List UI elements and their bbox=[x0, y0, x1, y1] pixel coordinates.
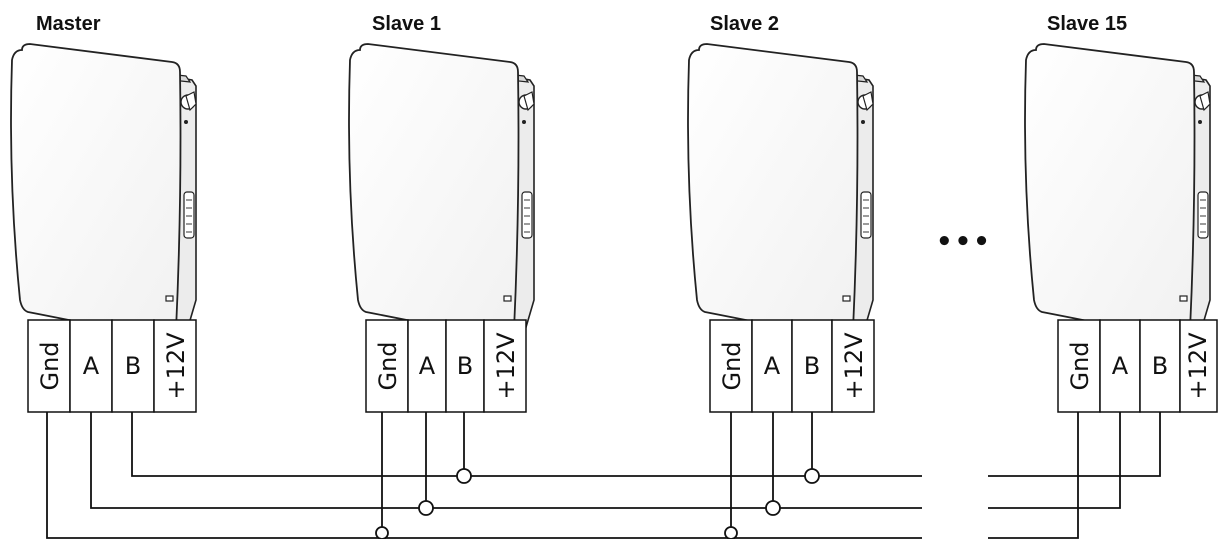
terminal-label-b: B bbox=[804, 352, 820, 380]
device-title-slave-1: Slave 1 bbox=[372, 13, 441, 35]
heater-slave-1-illustration bbox=[348, 43, 535, 341]
junction-node bbox=[418, 500, 434, 516]
junction-nodes bbox=[375, 468, 820, 539]
terminal-label-12v: +12V bbox=[1184, 332, 1212, 400]
junction-node bbox=[804, 468, 820, 484]
ellipsis-label: ••• bbox=[936, 227, 992, 257]
terminal-block-master bbox=[27, 319, 197, 413]
terminal-label-b: B bbox=[457, 352, 473, 380]
terminal-block-slave-1 bbox=[365, 319, 527, 413]
junction-node bbox=[765, 500, 781, 516]
junction-node bbox=[375, 526, 389, 539]
device-title-master: Master bbox=[36, 13, 101, 35]
heater-slave-15-illustration bbox=[1024, 43, 1211, 341]
bus-wire-b bbox=[131, 412, 922, 477]
heater-master-illustration bbox=[10, 43, 197, 341]
terminal-label-a: A bbox=[1112, 352, 1129, 380]
terminal-label-a: A bbox=[419, 352, 436, 380]
terminal-label-12v: +12V bbox=[492, 332, 520, 400]
device-title-slave-2: Slave 2 bbox=[710, 13, 779, 35]
terminal-label-a: A bbox=[764, 352, 781, 380]
terminal-block-slave-15 bbox=[1057, 319, 1218, 413]
terminal-label-gnd: Gnd bbox=[718, 341, 746, 390]
terminal-label-gnd: Gnd bbox=[374, 341, 402, 390]
terminal-label-gnd: Gnd bbox=[36, 341, 64, 390]
terminal-label-gnd: Gnd bbox=[1066, 341, 1094, 390]
device-title-slave-15: Slave 15 bbox=[1047, 13, 1127, 35]
bus-wire-a bbox=[90, 412, 922, 509]
bus-wires bbox=[46, 412, 1161, 539]
bus-wire-gnd bbox=[46, 412, 922, 539]
junction-node bbox=[724, 526, 738, 539]
heater-slave-2-illustration bbox=[687, 43, 874, 341]
terminal-label-b: B bbox=[1152, 352, 1168, 380]
terminal-label-12v: +12V bbox=[162, 332, 190, 400]
terminal-label-b: B bbox=[125, 352, 141, 380]
terminal-label-12v: +12V bbox=[840, 332, 868, 400]
terminal-label-a: A bbox=[83, 352, 100, 380]
junction-node bbox=[456, 468, 472, 484]
